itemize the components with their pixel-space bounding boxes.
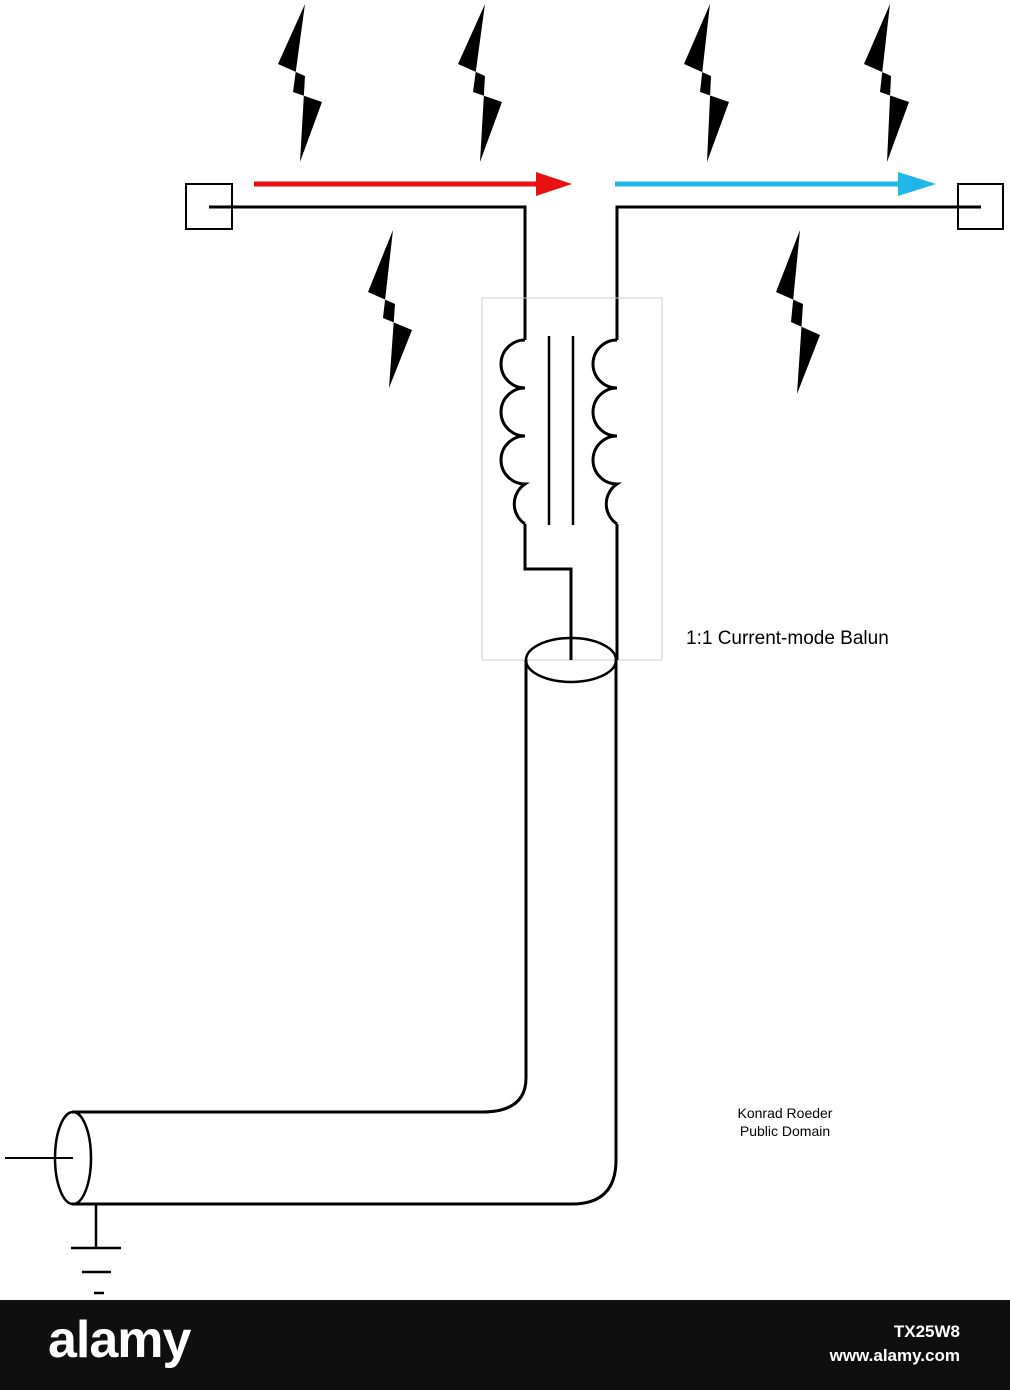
dipole-right-wire xyxy=(615,205,981,340)
balun-label: 1:1 Current-mode Balun xyxy=(686,628,889,649)
dipole-left-wire xyxy=(209,205,527,340)
coax-cable-body xyxy=(72,660,618,1206)
lightning-icon xyxy=(368,230,412,388)
credit: Konrad Roeder Public Domain xyxy=(700,1104,870,1140)
watermark-footer: alamy TX25W8 www.alamy.com xyxy=(0,1300,1010,1390)
current-arrow-right xyxy=(615,172,936,196)
credit-author: Konrad Roeder xyxy=(737,1105,833,1121)
coil-icon xyxy=(591,338,622,526)
lightning-icon xyxy=(278,4,322,162)
current-arrow-left xyxy=(254,172,572,196)
coil-icon xyxy=(499,338,530,526)
image-id: TX25W8 xyxy=(893,1322,960,1341)
brand-logo: alamy xyxy=(48,1311,191,1369)
site-url: www.alamy.com xyxy=(829,1346,960,1365)
credit-license: Public Domain xyxy=(739,1123,831,1139)
lightning-bolts xyxy=(278,4,909,394)
lightning-icon xyxy=(864,4,909,162)
winding-to-center xyxy=(523,524,573,660)
lightning-icon xyxy=(458,4,502,162)
balun-diagram xyxy=(5,4,1004,1295)
ground-icon xyxy=(71,1204,121,1295)
lightning-icon xyxy=(684,4,729,162)
lightning-icon xyxy=(776,230,820,394)
